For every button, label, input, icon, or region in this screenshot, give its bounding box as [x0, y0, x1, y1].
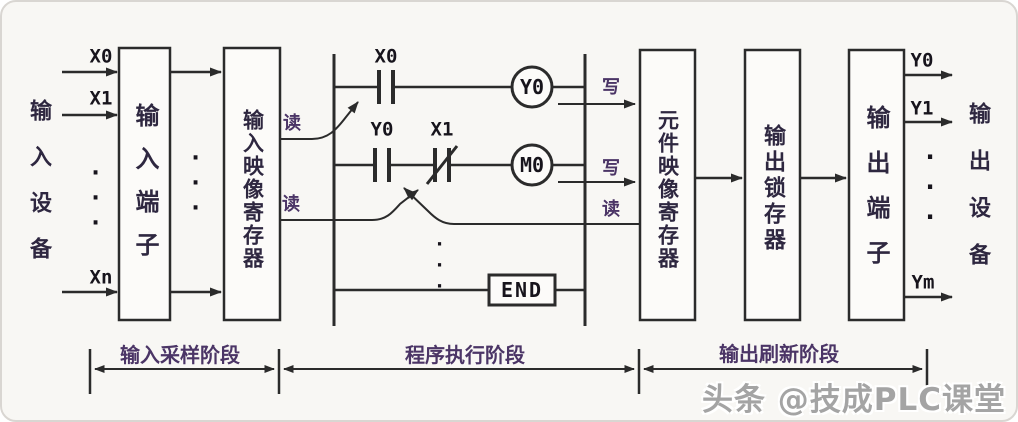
ladder-rung-1	[334, 65, 585, 109]
input-signal-x0-label: X0	[89, 45, 113, 68]
output-latch-box	[743, 48, 802, 322]
read-annotation-right: 读	[602, 199, 620, 220]
element-image-register-label: 元件映像寄存器	[655, 109, 680, 270]
input-signal-arrows	[62, 67, 118, 297]
write-annotation-y0: 写	[602, 77, 620, 98]
stage-label-program-execution: 程序执行阶段	[405, 343, 525, 367]
output-signal-ellipsis: ···	[916, 143, 944, 233]
input-signal-ellipsis: ···	[83, 161, 108, 236]
input-image-register-box	[222, 46, 282, 322]
contact-x1-slash	[425, 145, 459, 185]
output-latch-label: 输出锁存器	[760, 124, 785, 254]
input-terminal-label: 输入端子	[131, 103, 159, 275]
read-wire-x1	[280, 189, 419, 221]
read-wire-y0	[403, 187, 639, 225]
input-device-label: 输入设备	[26, 99, 51, 283]
read-wire-x0	[280, 101, 359, 140]
input-signal-xn-label: Xn	[89, 266, 113, 289]
ladder-rung-2	[334, 143, 585, 187]
ladder-end-rung	[334, 273, 585, 307]
coil-y0-label: Y0	[519, 75, 545, 99]
input-signal-x1-label: X1	[89, 87, 113, 110]
element-image-register-box	[638, 48, 697, 322]
watermark: 头条 @技成PLC课堂	[701, 382, 1006, 418]
read-annotation-bottom: 读	[282, 194, 300, 215]
contact-y0-label: Y0	[370, 118, 394, 141]
coil-m0-label: M0	[519, 153, 545, 177]
output-signal-arrows	[904, 70, 953, 302]
write-annotation-m0: 写	[602, 158, 620, 179]
output-signal-y0-label: Y0	[910, 49, 934, 72]
output-device-label: 输出设备	[965, 102, 990, 290]
input-terminal-box	[117, 46, 172, 322]
output-signal-y1-label: Y1	[910, 97, 934, 120]
input-image-register-label: 输入映像寄存器	[240, 109, 265, 270]
read-wires	[280, 101, 639, 225]
read-annotation-top: 读	[283, 113, 301, 134]
stage-label-output-refresh: 输出刷新阶段	[719, 342, 839, 366]
contact-x1-label: X1	[430, 118, 454, 141]
output-signal-ym-label: Ym	[911, 271, 935, 294]
contact-x0-label: X0	[374, 45, 398, 68]
stage-dimension-lines	[88, 349, 929, 394]
output-terminal-label: 输出端子	[862, 105, 890, 285]
ladder-ellipsis: ···	[429, 234, 450, 297]
terminal-ellipsis: ···	[183, 146, 208, 221]
stage-label-input-sampling: 输入采样阶段	[120, 343, 240, 367]
end-label: END	[500, 278, 544, 302]
output-terminal-box	[847, 48, 906, 322]
